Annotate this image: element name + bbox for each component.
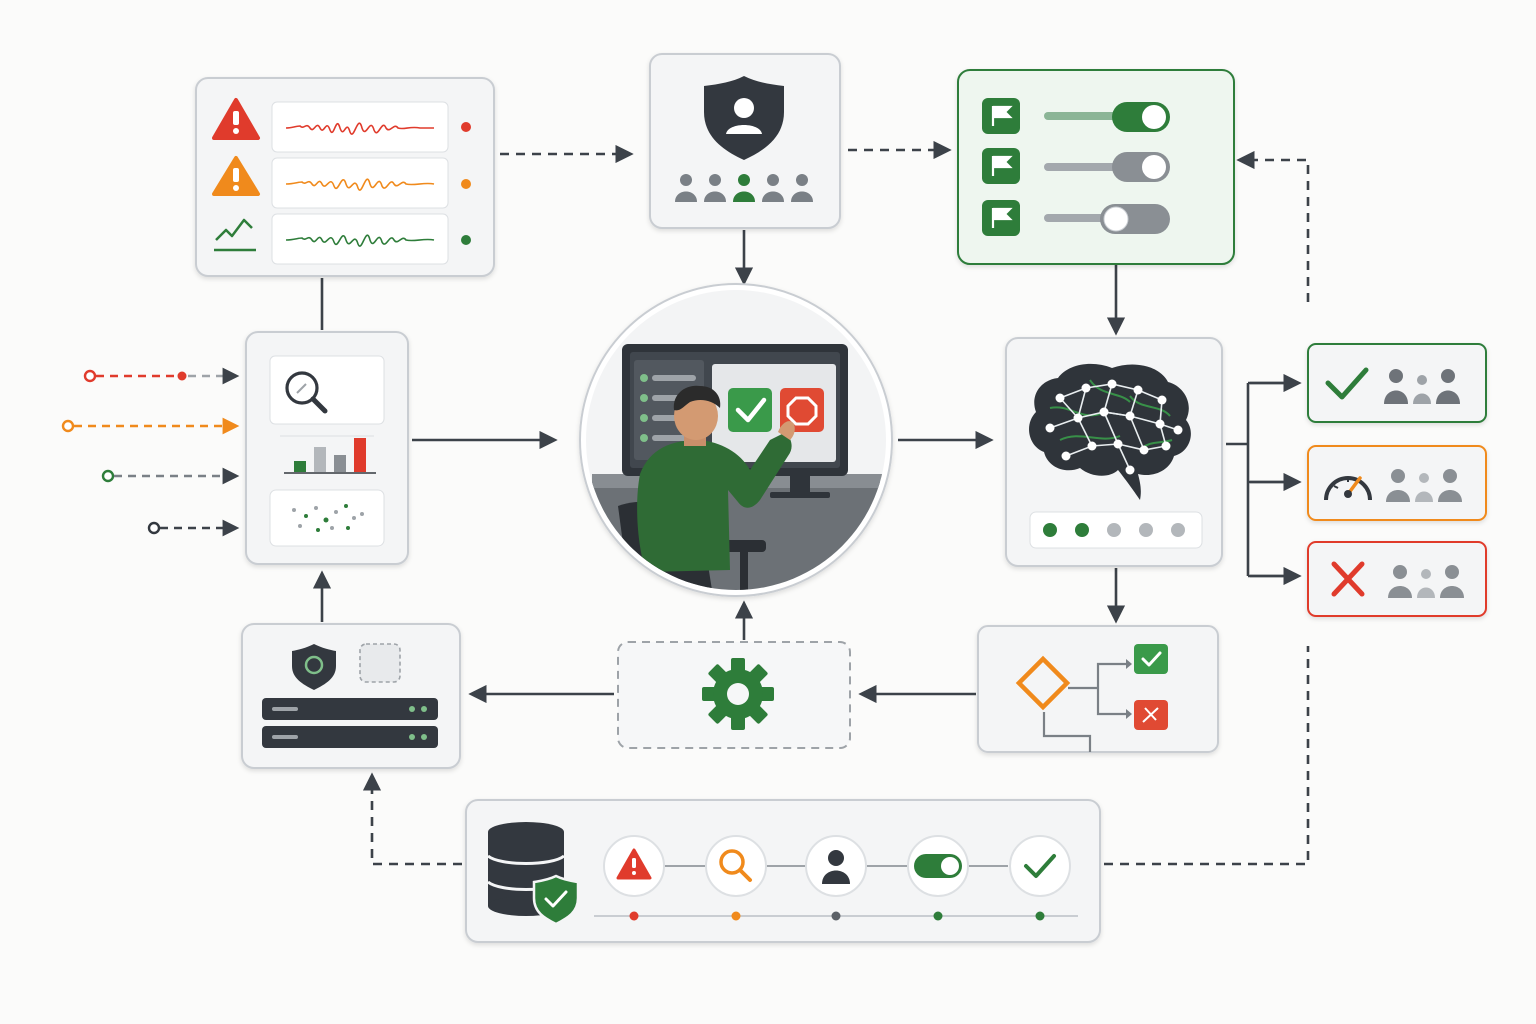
neural-brain-icon (1029, 363, 1191, 500)
connector-audit-to-outcomes (1104, 646, 1310, 866)
flag-row-2 (982, 148, 1170, 184)
alert-monitor-panel (195, 77, 495, 277)
connector-audit-to-infra (362, 772, 462, 866)
user-icon (762, 174, 784, 202)
decision-diamond-icon (1015, 655, 1071, 711)
outcome-review-panel (1307, 445, 1487, 521)
progress-dot-2 (1075, 523, 1089, 537)
database-shield-icon (487, 822, 580, 926)
user-icon-highlighted (733, 174, 755, 202)
pipeline-step-human (805, 835, 867, 921)
alert-row-warning (212, 156, 471, 209)
ai-model-panel (1005, 337, 1223, 567)
human-review-circle (579, 283, 893, 597)
trend-line-icon (215, 218, 253, 241)
bar-3 (334, 455, 346, 472)
user-group-icon (1384, 369, 1460, 404)
check-icon (1024, 854, 1056, 878)
server-rack-icon (262, 698, 438, 748)
progress-dot-4 (1139, 523, 1153, 537)
check-icon (1134, 644, 1168, 674)
user-group (675, 174, 813, 202)
flag-row-3 (982, 200, 1170, 236)
input-stream-1 (83, 367, 240, 385)
alert-row-critical (212, 98, 471, 153)
status-dot-normal (461, 235, 471, 245)
bar-2 (314, 447, 326, 472)
config-gear-panel (617, 641, 851, 749)
bar-1 (294, 461, 306, 472)
shield-icon (292, 644, 336, 690)
approve-check-icon (728, 388, 772, 432)
user-icon (704, 174, 726, 202)
progress-dot-5 (1171, 523, 1185, 537)
pipeline-step-alert (603, 835, 665, 921)
gauge-icon (1324, 476, 1372, 501)
x-icon (1331, 561, 1365, 597)
shield-user-icon (704, 76, 784, 160)
progress-dot-3 (1107, 523, 1121, 537)
waveform-normal (285, 234, 435, 247)
infrastructure-panel (241, 623, 461, 769)
placeholder-square-icon (359, 643, 401, 683)
user-group-icon (1388, 565, 1464, 598)
status-dot-critical (461, 122, 471, 132)
status-dot-warning (461, 179, 471, 189)
flag-row-1 (982, 98, 1170, 134)
alert-row-normal (214, 213, 471, 265)
analysis-panel (245, 331, 409, 565)
bar-chart-icon (284, 438, 376, 474)
input-stream-2 (61, 417, 240, 435)
waveform-critical (285, 122, 434, 135)
pipeline-step-verified (1009, 835, 1071, 921)
feature-flags-panel (957, 69, 1235, 265)
input-stream-4 (147, 519, 240, 537)
input-stream-3 (101, 467, 240, 485)
input-streams (61, 367, 240, 537)
user-icon (822, 850, 850, 884)
user-icon (675, 174, 697, 202)
scatter-dots-icon (292, 504, 364, 532)
connector-ai-to-outcomes (1226, 381, 1296, 578)
magnifier-icon (285, 371, 328, 414)
pipeline-step-investigate (705, 835, 767, 921)
pipeline-step-toggle (907, 835, 969, 921)
user-group-icon (1386, 469, 1462, 502)
progress-dot-1 (1043, 523, 1057, 537)
outcome-rejected-panel (1307, 541, 1487, 617)
pipeline-steps (603, 835, 1071, 921)
gear-icon (702, 658, 774, 730)
progress-dots (1043, 523, 1185, 537)
bar-4 (354, 438, 366, 472)
decision-panel (977, 625, 1219, 753)
audit-pipeline-panel (465, 799, 1101, 943)
outcome-approved-panel (1307, 343, 1487, 423)
magnifier-icon (719, 849, 745, 875)
check-icon (1325, 367, 1369, 400)
connector-outcomes-feedback (1236, 150, 1310, 302)
connectors (312, 140, 1310, 866)
user-icon (791, 174, 813, 202)
operator-at-monitor-icon (637, 385, 795, 572)
access-control-panel (649, 53, 841, 229)
waveform-warning (285, 178, 435, 191)
